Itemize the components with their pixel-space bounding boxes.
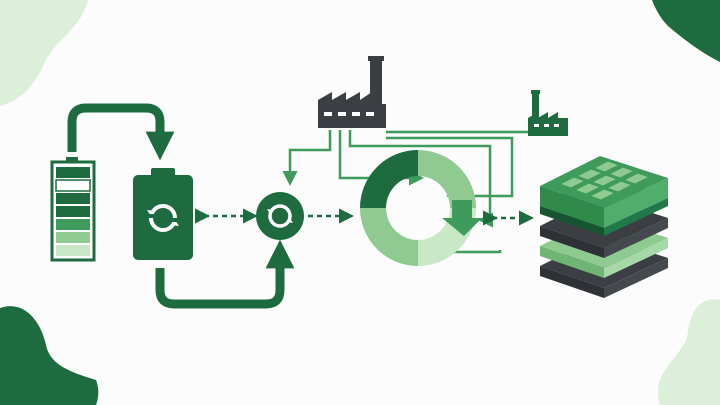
corner-decoration-top-left (0, 0, 88, 106)
soil-layers-icon (540, 156, 668, 298)
corner-decoration-bottom-left (0, 306, 99, 405)
battery-level-icon (50, 157, 96, 262)
battery-segment (56, 219, 90, 230)
corner-decoration-top-right (652, 0, 720, 62)
arrow-recycle-to-hub (155, 239, 295, 309)
ring-segment (360, 150, 418, 208)
ring-segment (418, 150, 476, 208)
circular-economy-ring-icon (360, 150, 482, 266)
connector-small-factory-to-ring (386, 136, 514, 204)
ring-down-arrow (442, 200, 482, 236)
connector-factory-to-hub (282, 130, 332, 186)
battery-segment (56, 167, 90, 178)
battery-segment (55, 179, 91, 192)
corner-decoration-bottom-right (658, 299, 720, 405)
factory-connectors (282, 130, 528, 260)
battery-segment (56, 193, 90, 204)
battery-segment (56, 245, 90, 256)
factory-icon (318, 56, 386, 128)
battery-segment (56, 206, 90, 217)
recycle-hub-icon (256, 192, 304, 240)
arrow-battery-to-recycle (67, 103, 175, 161)
ring-segment (360, 208, 418, 266)
small-factory-icon (528, 90, 568, 136)
battery-segment (56, 232, 90, 243)
battery-recycle-icon (133, 168, 193, 260)
